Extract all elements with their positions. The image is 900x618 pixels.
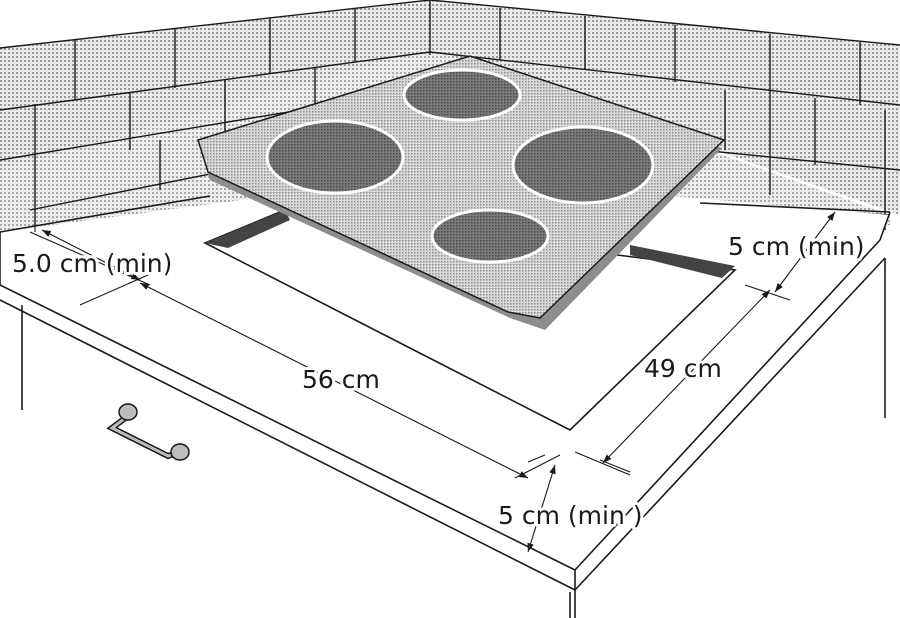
dimension-label-cutout-width: 56 cm: [302, 365, 380, 394]
cooking-zone-back: [402, 68, 522, 122]
cooking-zone-left: [265, 119, 405, 195]
dimension-label-cutout-depth: 49 cm: [644, 354, 722, 383]
dimension-label-back-clearance: 5 cm (min): [728, 232, 865, 261]
drawer-handle-icon: [106, 403, 190, 461]
dimension-lines: [29, 211, 836, 553]
dimension-label-front-clearance: 5 cm (min ): [498, 501, 643, 530]
cooking-zone-front: [430, 208, 550, 264]
dimension-label-left-clearance: 5.0 cm (min): [12, 249, 172, 278]
cooking-zone-right: [511, 125, 655, 205]
ceramic-hob: [197, 55, 726, 330]
